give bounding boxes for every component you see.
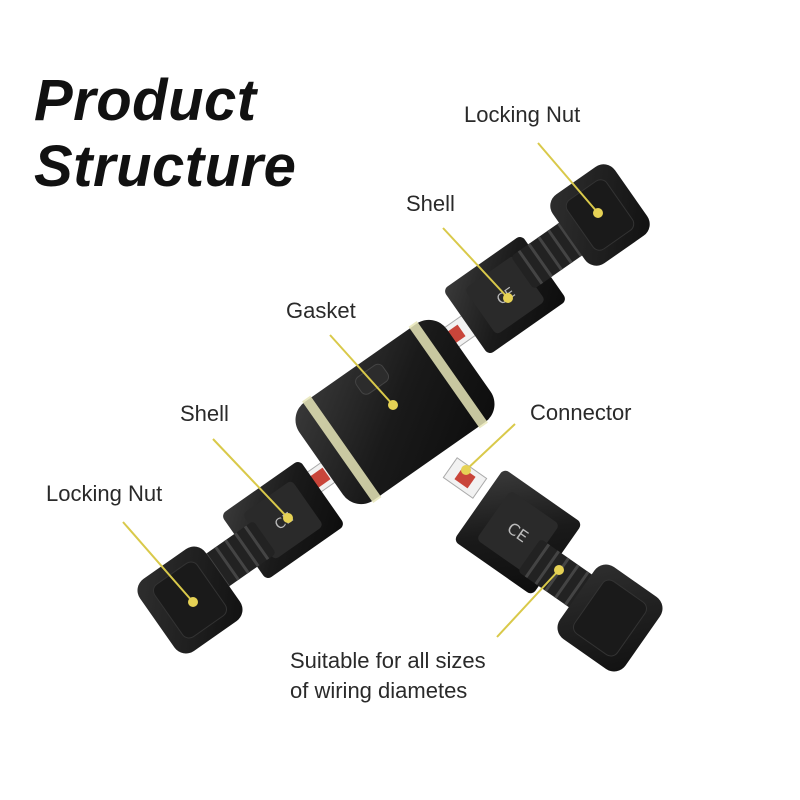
leader-shell-top bbox=[442, 227, 509, 299]
leader-shell-left bbox=[212, 438, 289, 519]
locking-nut-bottom-right bbox=[557, 564, 663, 672]
label-gasket: Gasket bbox=[286, 298, 356, 323]
leader-locking-nut-left bbox=[122, 521, 194, 603]
leader-wiring bbox=[496, 569, 560, 638]
central-body bbox=[295, 319, 495, 505]
page-title-line-1: Product bbox=[34, 68, 257, 133]
leader-connector bbox=[465, 423, 516, 471]
label-connector: Connector bbox=[530, 400, 632, 425]
arm-bottom-left: CE bbox=[137, 457, 343, 654]
label-shell-left: Shell bbox=[180, 401, 229, 426]
label-shell-top: Shell bbox=[406, 191, 455, 216]
label-locking-nut-top: Locking Nut bbox=[464, 102, 581, 127]
dot-locking-nut-left bbox=[188, 597, 198, 607]
dot-shell-top bbox=[503, 293, 513, 303]
page-title-line-2: Structure bbox=[34, 134, 297, 199]
arm-top-right: CE bbox=[432, 164, 650, 356]
wiring-note: Suitable for all sizes of wiring diamete… bbox=[290, 646, 486, 706]
wiring-note-line-1: Suitable for all sizes bbox=[290, 648, 486, 673]
leader-gasket bbox=[329, 334, 394, 406]
leader-locking-nut-top bbox=[537, 142, 599, 214]
dot-wiring bbox=[554, 565, 564, 575]
dot-connector bbox=[461, 465, 471, 475]
wiring-note-line-2: of wiring diametes bbox=[290, 678, 468, 703]
dot-locking-nut-top bbox=[593, 208, 603, 218]
dot-gasket bbox=[388, 400, 398, 410]
arm-bottom-right: CE bbox=[442, 457, 663, 672]
label-locking-nut-left: Locking Nut bbox=[46, 481, 163, 506]
dot-shell-left bbox=[283, 513, 293, 523]
